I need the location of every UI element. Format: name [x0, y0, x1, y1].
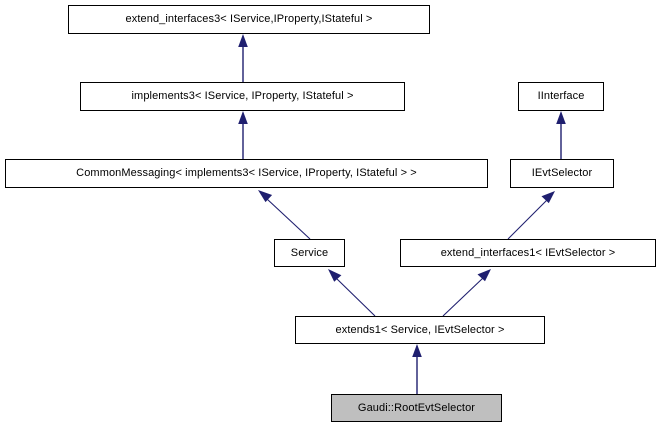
node-gaudi-rootevtselector[interactable]: Gaudi::RootEvtSelector	[331, 394, 502, 422]
edge-gaudi_rootevtselector-to-extends1	[412, 344, 422, 394]
node-ievtselector[interactable]: IEvtSelector	[510, 159, 614, 188]
node-iinterface[interactable]: IInterface	[518, 82, 604, 111]
node-extends1[interactable]: extends1< Service, IEvtSelector >	[295, 316, 545, 344]
node-implements3[interactable]: implements3< IService, IProperty, IState…	[80, 82, 405, 111]
node-label: extends1< Service, IEvtSelector >	[335, 323, 505, 336]
edge-extends1-to-service	[328, 269, 376, 317]
edge-service-to-common_messaging	[258, 190, 311, 240]
node-label: Gaudi::RootEvtSelector	[357, 401, 476, 414]
node-service[interactable]: Service	[274, 239, 345, 267]
edge-common_messaging-to-implements3	[238, 111, 248, 159]
node-label: IEvtSelector	[531, 167, 593, 179]
node-extend-interfaces1[interactable]: extend_interfaces1< IEvtSelector >	[400, 239, 656, 267]
edge-ievtselector-to-iinterface	[556, 111, 566, 159]
node-label: IInterface	[537, 90, 585, 102]
edge-implements3-to-extend_interfaces3	[238, 34, 248, 82]
node-label: CommonMessaging< implements3< IService, …	[76, 167, 417, 179]
node-label: extend_interfaces3< IService,IProperty,I…	[125, 13, 373, 25]
edge-extend_interfaces1-to-ievtselector	[507, 191, 555, 240]
node-label: Service	[290, 246, 329, 259]
edge-extends1-to-extend_interfaces1	[442, 269, 491, 317]
node-common-messaging[interactable]: CommonMessaging< implements3< IService, …	[5, 159, 488, 188]
node-extend-interfaces3[interactable]: extend_interfaces3< IService,IProperty,I…	[68, 5, 430, 34]
node-label: extend_interfaces1< IEvtSelector >	[440, 246, 616, 259]
node-label: implements3< IService, IProperty, IState…	[131, 90, 354, 102]
